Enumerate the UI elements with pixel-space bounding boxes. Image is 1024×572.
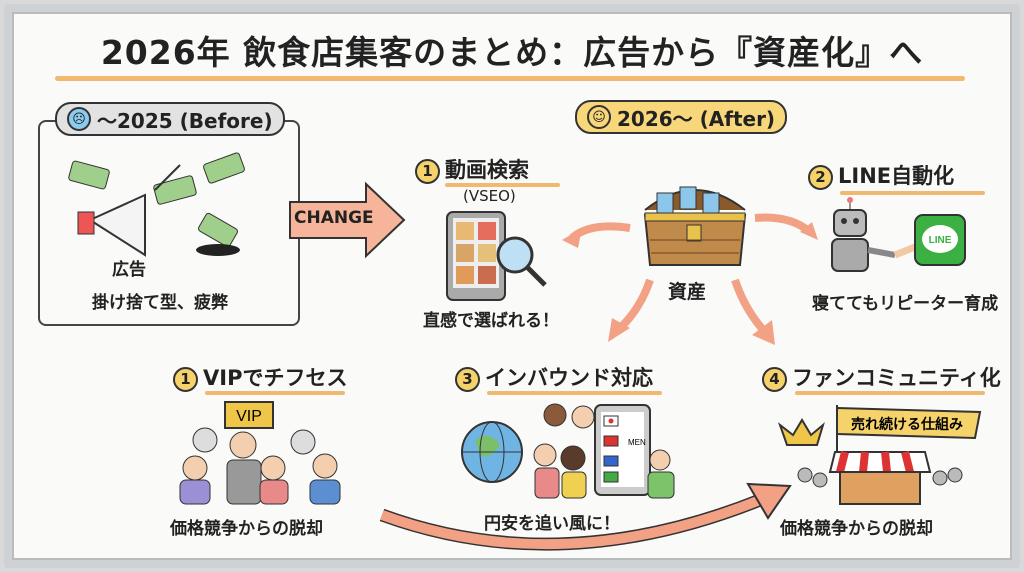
banner-text: 売れ続ける仕組み [851, 416, 963, 433]
sad-face-icon: ☹ [67, 107, 91, 131]
megaphone-icon [87, 193, 146, 257]
arrow-to-fan [731, 278, 768, 335]
change-arrow [289, 181, 406, 259]
number-badge: 2 [808, 164, 833, 190]
banner [836, 406, 982, 440]
money-icon [68, 160, 110, 190]
money-icon [203, 152, 245, 184]
tablet-search-illustration [446, 211, 547, 301]
after-pill: ☺ 2026～ (After) [575, 100, 788, 134]
number-badge: 4 [762, 366, 787, 392]
before-label: ～2025 (Before) [97, 108, 273, 133]
underline [445, 183, 560, 187]
item-video-search-subtitle: (VSEO) [463, 187, 516, 205]
before-pill: ☹ ～2025 (Before) [55, 102, 285, 136]
item-video-search-caption: 直感で選ばれる！ [423, 311, 559, 331]
change-label: CHANGE [294, 208, 374, 228]
item-line-caption: 寝ててもリピーター育成 [812, 294, 999, 314]
money-icon [153, 175, 197, 205]
underline [205, 391, 345, 395]
before-caption-bottom: 掛け捨て型、疲弊 [92, 293, 228, 313]
arrow-to-line [754, 213, 813, 236]
vip-sign-text: VIP [236, 408, 262, 425]
underline [795, 391, 985, 395]
money-icon [198, 212, 238, 248]
happy-face-icon: ☺ [587, 105, 611, 129]
number-badge: 1 [173, 366, 198, 392]
robot-handshake-illustration: LINE [831, 197, 966, 272]
megaphone-money-illustration [68, 152, 245, 257]
inbound-illustration: MEN [461, 403, 675, 499]
after-label: 2026～ (After) [617, 106, 776, 131]
treasure-chest-icon [643, 186, 747, 266]
page-title: 2026年 飲食店集客のまとめ：広告から『資産化』へ [100, 33, 924, 72]
before-caption-top: 広告 [112, 260, 146, 280]
crown-icon [777, 418, 825, 446]
number-badge: 1 [415, 158, 440, 184]
asset-label: 資産 [668, 281, 707, 303]
title-underline [55, 76, 965, 81]
underline [487, 391, 662, 395]
magnifier-icon [496, 236, 534, 274]
number-badge: 3 [455, 366, 480, 392]
item-vip-caption: 価格競争からの脱却 [170, 519, 323, 539]
arrow-to-inbound [615, 278, 654, 333]
menu-label: MEN [628, 438, 646, 447]
line-badge-text: LINE [929, 235, 952, 246]
item-inbound-caption: 円安を追い風に！ [484, 514, 620, 534]
vip-crowd-illustration: VIP [179, 401, 341, 505]
underline [840, 191, 985, 195]
item-fan-caption: 価格競争からの脱却 [780, 519, 933, 539]
shop-community-illustration: 売れ続ける仕組み [777, 405, 982, 505]
